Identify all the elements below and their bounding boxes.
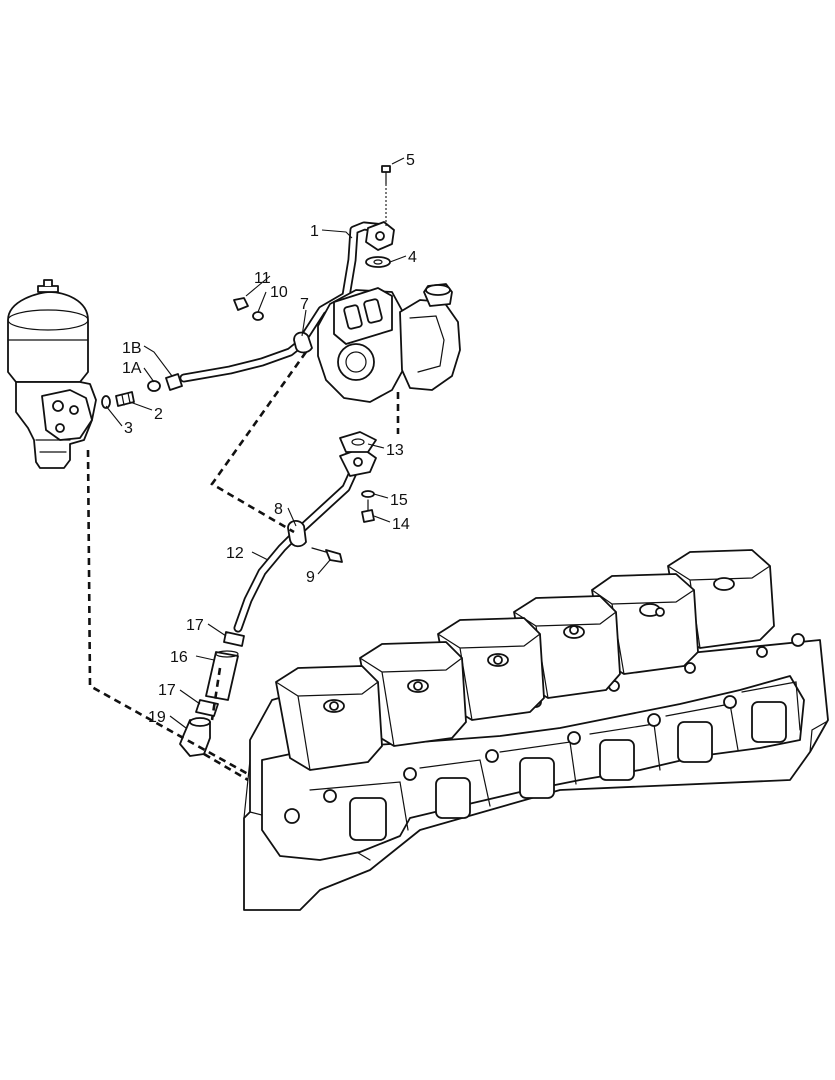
gasket-13 (339, 431, 377, 453)
callout-10: 10 (270, 284, 288, 301)
port-3 (519, 757, 555, 799)
bolt-hole (284, 808, 300, 824)
washer-15 (361, 490, 375, 498)
bolt-hole (791, 633, 805, 647)
dashed-link-hose (210, 667, 222, 721)
rocker-cover-1 (275, 665, 383, 771)
callout-4: 4 (408, 249, 417, 266)
bolt-hole (567, 731, 581, 745)
bolt-hole (323, 789, 337, 803)
bolt-14 (361, 499, 375, 523)
bolt-5 (381, 165, 391, 185)
gasket-4 (365, 256, 391, 268)
elbow-19 (179, 717, 211, 757)
leader-lines (105, 157, 407, 729)
callout-13: 13 (386, 442, 404, 459)
engine-block-edge-right (809, 721, 827, 753)
callout-19: 19 (148, 709, 166, 726)
bolt-hole (485, 749, 499, 763)
callout-17-upper: 17 (186, 617, 204, 634)
callout-12: 12 (226, 545, 244, 562)
fitting-2-adapter (115, 391, 135, 407)
callout-14: 14 (392, 516, 410, 533)
nut-11 (233, 297, 249, 311)
exhaust-manifold (261, 633, 805, 861)
washer-10 (252, 311, 264, 321)
callout-15: 15 (390, 492, 408, 509)
fitting-3-washer (101, 395, 111, 409)
callout-9: 9 (306, 569, 315, 586)
bolt-hole (647, 713, 661, 727)
dashed-link-filter-block (86, 449, 249, 776)
oil-filter-assembly (7, 279, 97, 469)
callout-8: 8 (274, 501, 283, 518)
callout-3: 3 (124, 420, 133, 437)
filter-mount-flange (41, 389, 93, 441)
callout-1b: 1B (122, 340, 142, 357)
hose-16 (205, 650, 239, 701)
callout-17-lower: 17 (158, 682, 176, 699)
oil-drain-pipe (233, 447, 377, 633)
bolt-hole (756, 646, 768, 658)
bolt-hole (684, 662, 696, 674)
bolt-hole (403, 767, 417, 781)
fitting-1b-nut (165, 373, 183, 391)
callout-1: 1 (310, 223, 319, 240)
callout-1a: 1A (122, 360, 142, 377)
hose-clip-17-upper (223, 631, 245, 647)
bolt-9 (311, 547, 343, 563)
clamp-7 (293, 331, 313, 354)
oil-feed-pipe (179, 221, 395, 383)
callout-labels: 1 5 4 11 10 7 1B 1A 2 3 13 15 14 8 12 9 … (122, 152, 417, 726)
dashed-link-clamp (210, 351, 308, 534)
filter-cap (37, 285, 59, 293)
engine-block (243, 549, 829, 911)
bolt-hole (723, 695, 737, 709)
filter-canister (7, 291, 89, 383)
port-1 (349, 797, 387, 841)
rocker-cover-2 (359, 641, 467, 747)
hose-clip-17-lower (195, 699, 219, 717)
turbine-outlet (337, 343, 375, 381)
fitting-1a-olive (147, 380, 161, 392)
filter-cap-knob (43, 279, 53, 287)
clamp-8 (287, 520, 307, 548)
callout-5: 5 (406, 152, 415, 169)
port-5 (677, 721, 713, 763)
port-2 (435, 777, 471, 819)
callout-11: 11 (254, 270, 271, 287)
compressor-housing (399, 299, 461, 391)
port-4 (599, 739, 635, 781)
callout-2: 2 (154, 406, 163, 423)
port-6 (751, 701, 787, 743)
callout-7: 7 (300, 296, 309, 313)
dashed-link-elbow-block (203, 752, 249, 782)
turbocharger (317, 283, 461, 403)
callout-16: 16 (170, 649, 188, 666)
